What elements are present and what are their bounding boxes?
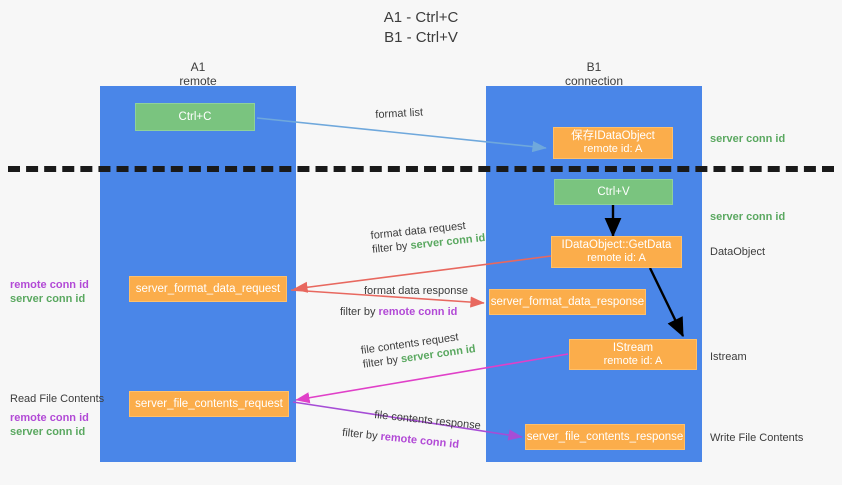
node-getdata-remote-id: remote id: A — [587, 252, 646, 264]
title-line-2: B1 - Ctrl+V — [384, 29, 458, 46]
phase-divider — [8, 166, 834, 172]
annotation-read-file-contents: Read File Contents — [10, 393, 105, 405]
filter-tag-remote-conn-id: remote conn id — [378, 306, 458, 318]
edge-label-format-data-response-filter: filter by remote conn id — [340, 305, 468, 319]
edge-label-format-data-response-line1: format data response — [364, 285, 468, 297]
node-ctrl-c[interactable]: Ctrl+C — [135, 103, 255, 131]
edge-label-format-list: format list — [375, 106, 423, 122]
node-istream-remote-id: remote id: A — [603, 354, 663, 367]
filter-prefix: filter by — [371, 239, 412, 256]
annotation-dataobject: DataObject — [710, 246, 766, 258]
node-server-file-contents-response[interactable]: server_file_contents_response — [525, 424, 685, 450]
node-server-format-data-response[interactable]: server_format_data_response — [489, 289, 646, 315]
annotation-conn-ids-mid: remote conn id server conn id — [10, 278, 89, 306]
filter-prefix: filter by — [340, 306, 379, 318]
annotation-conn-ids-low: remote conn id server conn id — [10, 411, 89, 439]
lane-header-a1: A1 remote — [100, 60, 296, 88]
annotation-remote-conn-id: remote conn id — [10, 279, 89, 291]
node-server-format-data-request-label: server_format_data_request — [135, 282, 281, 295]
annotation-server-conn-id-top: server conn id — [710, 133, 786, 145]
node-ctrl-c-label: Ctrl+C — [178, 110, 212, 123]
edge-label-format-list-text: format list — [375, 106, 424, 121]
node-server-format-data-request[interactable]: server_format_data_request — [129, 276, 287, 302]
edge-label-file-contents-request: file contents request filter by server c… — [360, 328, 477, 372]
node-ctrl-v[interactable]: Ctrl+V — [554, 179, 673, 205]
filter-prefix: filter by — [341, 426, 382, 443]
node-getdata-label: IDataObject::GetData — [561, 239, 672, 251]
diagram-title: A1 - Ctrl+C B1 - Ctrl+V — [0, 8, 842, 48]
node-getdata[interactable]: IDataObject::GetData remote id: A — [551, 236, 682, 268]
node-save-idataobject[interactable]: 保存IDataObject remote id: A — [553, 127, 673, 159]
edge-label-format-data-request: format data request filter by server con… — [370, 217, 486, 257]
node-server-file-contents-response-label: server_file_contents_response — [526, 430, 684, 443]
edge-label-file-contents-response-line1: file contents response — [373, 408, 482, 433]
lane-header-b1: B1 connection — [486, 60, 702, 88]
filter-tag-remote-conn-id: remote conn id — [379, 430, 460, 451]
lane-header-b1-name: B1 — [586, 60, 602, 74]
node-server-format-data-response-label: server_format_data_response — [490, 295, 645, 308]
edge-label-format-data-response: format data response filter by remote co… — [340, 284, 468, 319]
node-istream-label: IStream — [612, 341, 654, 354]
node-server-file-contents-request-label: server_file_contents_request — [135, 397, 283, 410]
node-save-idataobject-remote-id: remote id: A — [583, 143, 643, 155]
lane-header-a1-name: A1 — [190, 60, 206, 74]
lane-header-b1-sub: connection — [564, 74, 624, 88]
annotation-remote-conn-id: remote conn id — [10, 412, 89, 424]
node-ctrl-v-label: Ctrl+V — [597, 185, 630, 198]
node-save-idataobject-label: 保存IDataObject — [571, 130, 655, 142]
node-server-file-contents-request[interactable]: server_file_contents_request — [129, 391, 289, 417]
edge-label-file-contents-response: file contents response filter by remote … — [342, 408, 482, 454]
annotation-istream: Istream — [710, 351, 747, 363]
annotation-server-conn-id-mid: server conn id — [710, 211, 786, 223]
annotation-write-file-contents: Write File Contents — [710, 432, 804, 444]
annotation-server-conn-id: server conn id — [10, 293, 86, 305]
node-istream[interactable]: IStream remote id: A — [569, 339, 697, 370]
title-line-1: A1 - Ctrl+C — [383, 9, 459, 26]
annotation-server-conn-id: server conn id — [10, 426, 86, 438]
filter-prefix: filter by — [362, 353, 402, 371]
lane-header-a1-sub: remote — [179, 74, 217, 88]
